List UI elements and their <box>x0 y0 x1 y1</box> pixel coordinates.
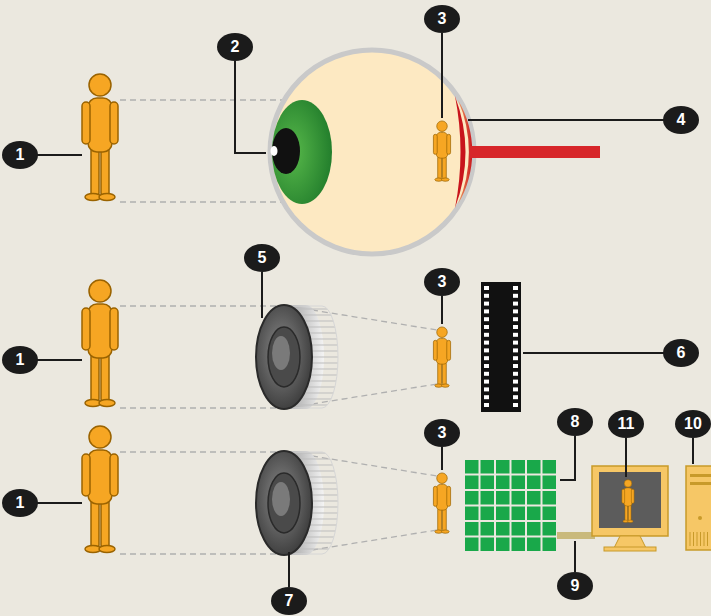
callout-number: 3 <box>424 268 460 296</box>
callout-number: 3 <box>424 5 460 33</box>
callout-number: 9 <box>557 572 593 600</box>
callout-number: 8 <box>557 408 593 436</box>
callout-number: 5 <box>244 244 280 272</box>
callout-number: 7 <box>271 587 307 615</box>
callout-number: 1 <box>2 141 38 169</box>
callout-number: 2 <box>217 33 253 61</box>
callout-number: 11 <box>608 410 644 438</box>
callout-number: 3 <box>424 419 460 447</box>
callout-number: 1 <box>2 346 38 374</box>
callout-number: 6 <box>663 339 699 367</box>
callout-number: 10 <box>675 410 711 438</box>
callout-number: 4 <box>663 106 699 134</box>
callout-number: 1 <box>2 489 38 517</box>
